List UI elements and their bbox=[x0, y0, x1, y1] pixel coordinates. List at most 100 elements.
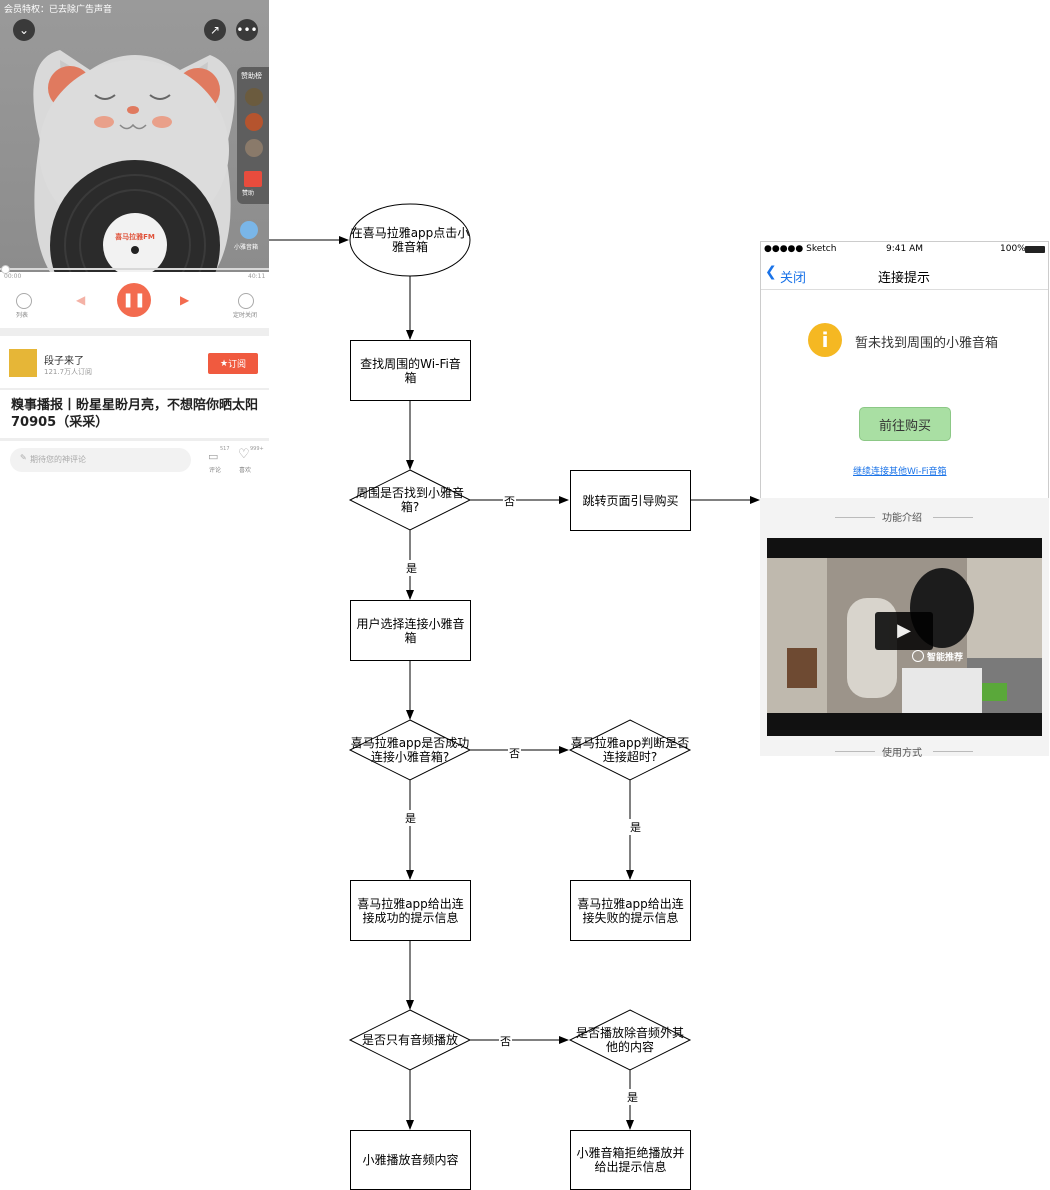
time-end: 40:11 bbox=[248, 273, 266, 280]
pencil-icon: ✎ bbox=[20, 453, 27, 462]
edge-label-yes: 是 bbox=[629, 819, 642, 835]
play-icon[interactable]: ▶ bbox=[875, 612, 933, 650]
disc-label: 喜马拉雅FM bbox=[115, 233, 155, 241]
track-title: 糗事播报丨盼星星盼月亮，不想陪你晒太阳 70905（采采） bbox=[11, 398, 259, 430]
info-icon: i bbox=[808, 323, 842, 357]
start-node-shape bbox=[349, 203, 471, 277]
subscribe-label: 订阅 bbox=[228, 360, 247, 370]
logo-icon bbox=[912, 650, 924, 662]
battery-text: 100% bbox=[1000, 244, 1026, 254]
timeout-decision: 喜马拉雅app判断是否连接超时? bbox=[570, 736, 690, 764]
share-button[interactable]: ↗ bbox=[204, 19, 226, 41]
nav-title: 连接提示 bbox=[878, 271, 931, 286]
avatar[interactable] bbox=[245, 88, 263, 106]
player-artwork-area: 喜马拉雅FM 会员特权：已去除广告声音 ⌄ ↗ ••• 赞助榜 赞助 小雅音箱 bbox=[0, 0, 269, 272]
pause-button[interactable]: ❚❚ bbox=[117, 283, 151, 317]
carrier-text: ●●●●● Sketch bbox=[764, 244, 837, 254]
divider bbox=[835, 517, 875, 518]
buy-button[interactable]: 前往购买 bbox=[859, 407, 951, 441]
timeout-decision-shape bbox=[568, 719, 692, 781]
star-icon: ★ bbox=[219, 358, 229, 369]
found-decision: 周围是否找到小雅音箱? bbox=[355, 486, 464, 514]
gift-icon[interactable] bbox=[244, 171, 262, 187]
audio-decision-shape bbox=[348, 1009, 472, 1071]
other-content-decision: 是否播放除音频外其他的内容 bbox=[575, 1026, 684, 1054]
clock-text: 9:41 AM bbox=[886, 244, 923, 254]
player-screenshot: 喜马拉雅FM 会员特权：已去除广告声音 ⌄ ↗ ••• 赞助榜 赞助 小雅音箱 … bbox=[0, 0, 269, 480]
like-count: 999+ bbox=[250, 446, 264, 452]
next-icon[interactable]: ▶ bbox=[180, 293, 190, 307]
sponsor-panel-title: 赞助榜 bbox=[241, 72, 262, 80]
divider bbox=[0, 438, 269, 441]
success-node: 喜马拉雅app给出连接成功的提示信息 bbox=[350, 880, 471, 941]
not-found-message: 暂未找到周围的小雅音箱 bbox=[855, 336, 999, 351]
avatar[interactable] bbox=[245, 113, 263, 131]
album-subscribers: 121.7万人订阅 bbox=[44, 368, 93, 376]
time-start: 00:00 bbox=[4, 273, 22, 280]
prev-icon[interactable]: ◀ bbox=[76, 293, 86, 307]
feature-intro-screenshot: 功能介绍 ▶ 智能推荐 使用方式 bbox=[760, 498, 1049, 759]
edge-label-yes: 是 bbox=[404, 810, 417, 826]
video-player[interactable]: ▶ 智能推荐 bbox=[767, 538, 1042, 736]
timer-icon[interactable] bbox=[238, 293, 254, 309]
guide-buy-node: 跳转页面引导购买 bbox=[570, 470, 691, 531]
edge-label-yes: 是 bbox=[626, 1089, 639, 1105]
playlist-label: 列表 bbox=[16, 312, 29, 319]
play-audio-node: 小雅播放音频内容 bbox=[350, 1130, 471, 1190]
fail-node: 喜马拉雅app给出连接失败的提示信息 bbox=[570, 880, 691, 941]
battery-icon bbox=[1025, 246, 1045, 253]
reject-node: 小雅音箱拒绝播放并给出提示信息 bbox=[570, 1130, 691, 1190]
timer-label: 定时关闭 bbox=[233, 312, 258, 319]
chevron-down-icon: ⌄ bbox=[18, 23, 30, 37]
more-icon: ••• bbox=[236, 23, 258, 37]
more-button[interactable]: ••• bbox=[236, 19, 258, 41]
connect-decision-shape bbox=[348, 719, 472, 781]
playlist-icon[interactable] bbox=[16, 293, 32, 309]
comment-icon[interactable]: ▭ bbox=[208, 450, 219, 463]
other-wifi-link[interactable]: 继续连接其他Wi-Fi音箱 bbox=[853, 467, 947, 477]
connect-tip-screenshot: ●●●●● Sketch 9:41 AM 100% ❮ 关闭 连接提示 i 暂未… bbox=[760, 241, 1049, 499]
vip-notice: 会员特权：已去除广告声音 bbox=[4, 5, 113, 15]
speaker-icon[interactable] bbox=[240, 221, 258, 239]
comment-placeholder: 期待您的神评论 bbox=[30, 455, 86, 464]
progress-handle[interactable] bbox=[1, 265, 10, 274]
start-node: 在喜马拉雅app点击小雅音箱 bbox=[350, 226, 470, 254]
divider bbox=[933, 517, 973, 518]
intro-heading: 功能介绍 bbox=[882, 513, 922, 524]
edge-label-no: 否 bbox=[499, 1033, 512, 1049]
progress-track[interactable] bbox=[0, 268, 269, 270]
pause-icon: ❚❚ bbox=[122, 292, 146, 308]
comment-label: 评论 bbox=[209, 467, 222, 474]
connect-decision: 喜马拉雅app是否成功连接小雅音箱? bbox=[350, 736, 470, 764]
avatar[interactable] bbox=[245, 139, 263, 157]
album-name[interactable]: 段子来了 bbox=[44, 356, 84, 367]
chevron-left-icon[interactable]: ❮ bbox=[765, 264, 777, 280]
comment-input[interactable]: ✎ 期待您的神评论 bbox=[10, 448, 191, 472]
cat-artwork bbox=[33, 50, 235, 272]
share-icon: ↗ bbox=[209, 23, 221, 37]
audio-only-decision: 是否只有音频播放 bbox=[361, 1033, 458, 1047]
reward-label: 赞助 bbox=[242, 190, 255, 197]
divider bbox=[835, 751, 875, 752]
comment-count: 517 bbox=[220, 446, 230, 452]
divider bbox=[0, 388, 269, 390]
video-caption: 智能推荐 bbox=[927, 653, 964, 663]
nav-divider bbox=[761, 289, 1048, 290]
album-cover[interactable] bbox=[9, 349, 37, 377]
select-node: 用户选择连接小雅音箱 bbox=[350, 600, 471, 661]
divider bbox=[933, 751, 973, 752]
found-decision-shape bbox=[348, 469, 472, 531]
subscribe-button[interactable]: ★订阅 bbox=[208, 353, 258, 374]
collapse-button[interactable]: ⌄ bbox=[13, 19, 35, 41]
speaker-label: 小雅音箱 bbox=[234, 244, 259, 251]
search-node: 查找周围的Wi-Fi音箱 bbox=[350, 340, 471, 401]
sponsor-panel[interactable]: 赞助榜 赞助 bbox=[237, 67, 269, 204]
heart-icon[interactable]: ♡ bbox=[238, 447, 250, 462]
edge-label-no: 否 bbox=[508, 745, 521, 761]
edge-label-no: 否 bbox=[503, 493, 516, 509]
divider bbox=[0, 328, 269, 336]
like-label: 喜欢 bbox=[239, 467, 252, 474]
close-button[interactable]: 关闭 bbox=[780, 271, 807, 286]
usage-heading: 使用方式 bbox=[882, 748, 922, 759]
